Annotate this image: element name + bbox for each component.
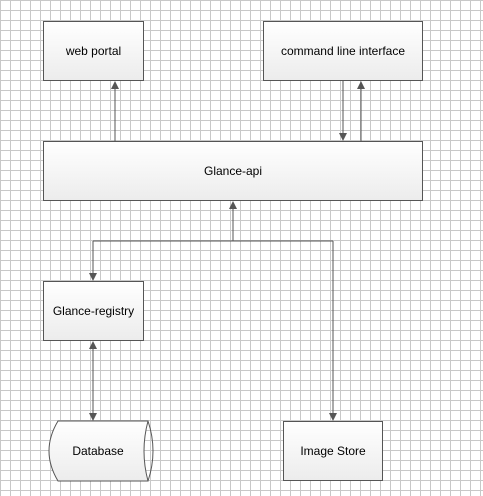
web-portal-node: web portal xyxy=(43,21,144,81)
image-store-node: Image Store xyxy=(283,421,383,481)
image-store-label: Image Store xyxy=(300,444,366,458)
database-shape-inner-curve xyxy=(147,420,154,482)
database-node: Database xyxy=(43,421,153,481)
web-portal-label: web portal xyxy=(65,44,122,58)
database-shape xyxy=(48,420,149,482)
glance-api-label: Glance-api xyxy=(203,164,263,178)
glance-registry-label: Glance-registry xyxy=(52,304,135,318)
database-label: Database xyxy=(72,444,124,458)
cli-label: command line interface xyxy=(280,44,406,58)
glance-registry-node: Glance-registry xyxy=(43,281,144,341)
cli-node: command line interface xyxy=(263,21,423,81)
glance-api-node: Glance-api xyxy=(43,141,423,201)
